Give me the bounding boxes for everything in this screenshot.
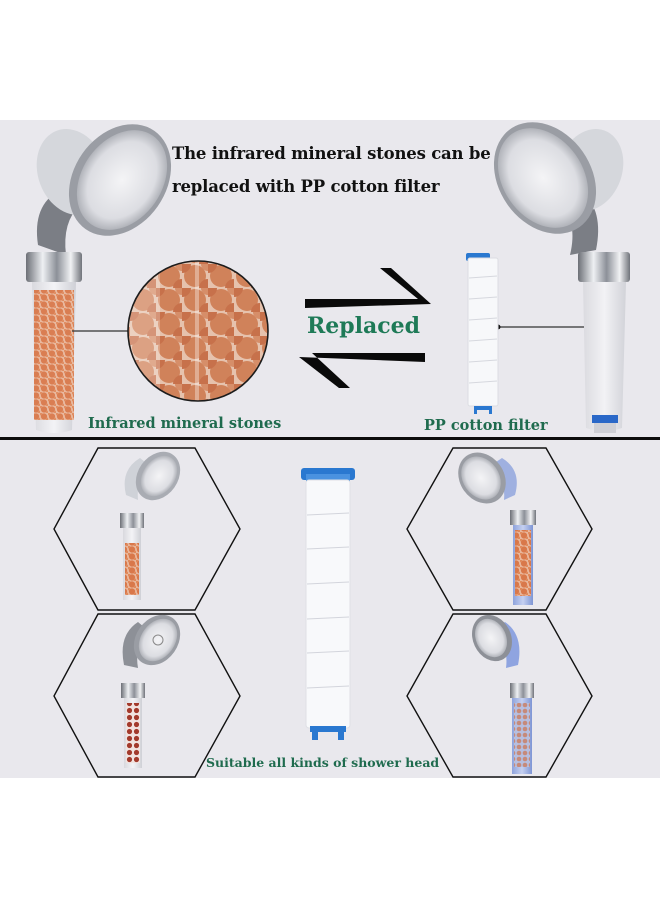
infrared-mineral-stones-caption: Infrared mineral stones <box>88 415 282 432</box>
hexagon-bottom-left <box>53 613 241 778</box>
shower-head-mineral-stones-image <box>26 122 630 433</box>
headline-line-2: replaced with PP cotton filter <box>172 177 440 196</box>
arrow-right-icon <box>305 268 431 308</box>
suitable-all-shower-heads-caption: Suitable all kinds of shower head <box>206 755 440 770</box>
hexagon-top-left <box>53 447 241 611</box>
pp-cotton-filter-large <box>301 468 355 740</box>
product-clear-orange <box>120 451 181 600</box>
hexagon-bottom-right <box>406 613 593 778</box>
product-blue-pink <box>472 614 534 774</box>
headline-line-1: The infrared mineral stones can be <box>172 144 491 163</box>
product-blue-orange <box>458 452 536 605</box>
replaced-label: Replaced <box>307 313 421 339</box>
arrow-left-icon <box>299 353 425 388</box>
section-divider <box>0 437 660 440</box>
pp-cotton-filter-caption: PP cotton filter <box>424 417 548 434</box>
hexagon-top-right <box>406 447 593 611</box>
product-chrome-red <box>121 614 181 768</box>
